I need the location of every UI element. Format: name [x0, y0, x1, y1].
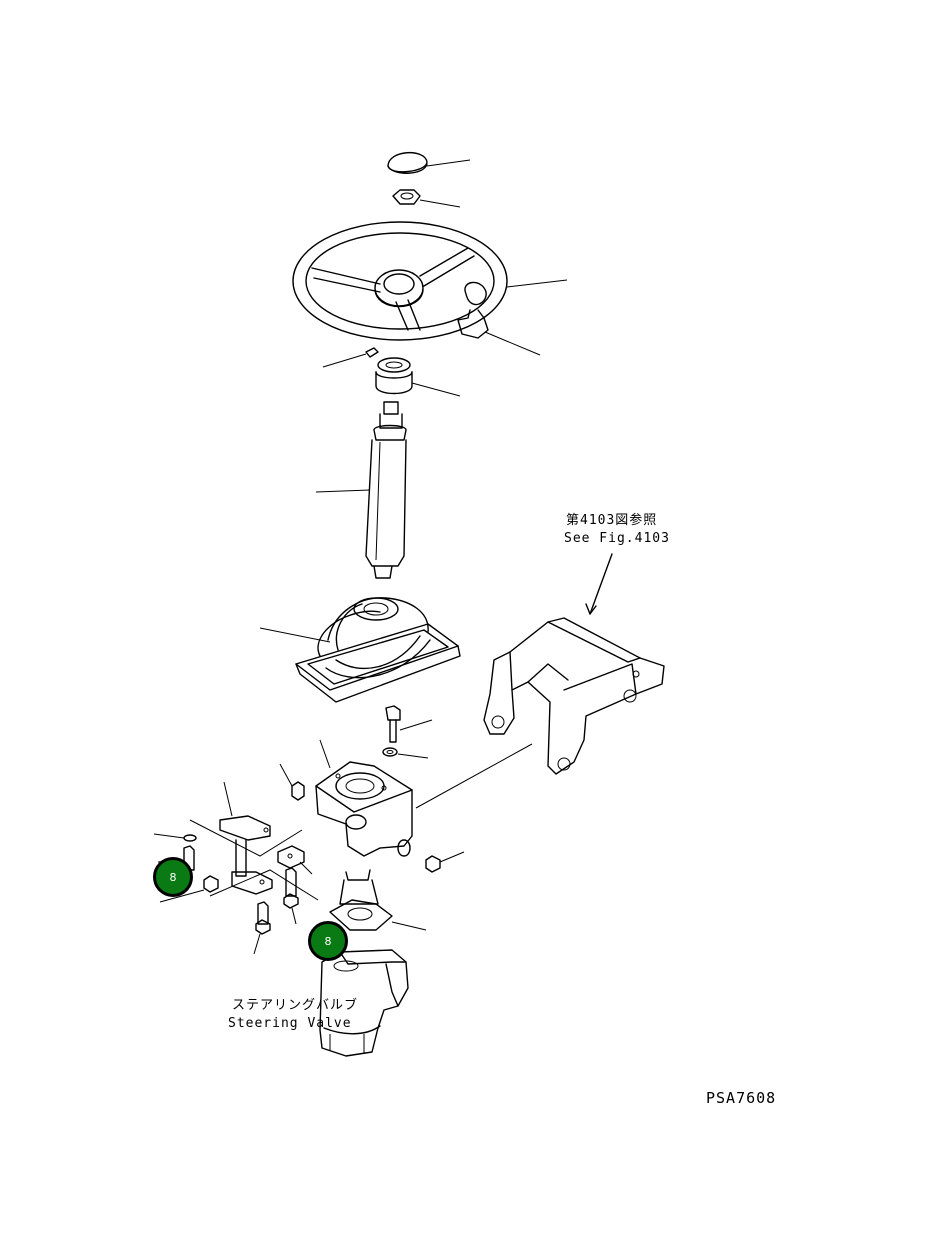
coupling — [329, 869, 427, 931]
callout-badge-valve[interactable]: 8 — [308, 921, 348, 961]
horn-cap — [387, 151, 471, 174]
bolt-mid — [283, 867, 299, 925]
component-label-en: Steering Valve — [228, 1016, 352, 1031]
boot-cover — [259, 597, 461, 703]
collar — [375, 357, 461, 397]
mount-plate — [189, 781, 319, 901]
nut-left — [159, 875, 219, 903]
clip — [277, 845, 313, 875]
ref-note-en: See Fig.4103 — [564, 531, 670, 546]
nut — [392, 189, 461, 208]
callout-badge-left[interactable]: 8 — [153, 857, 193, 897]
washer — [382, 747, 429, 759]
plug-left — [279, 763, 305, 801]
bracket — [415, 553, 665, 809]
component-label-jp: ステアリングバルブ — [232, 998, 359, 1013]
mount-bolt — [385, 705, 433, 743]
bolt-lower — [253, 901, 271, 955]
plug-right — [425, 851, 465, 873]
steering-column — [315, 401, 407, 579]
pin — [322, 347, 379, 368]
ref-note-jp: 第4103図参照 — [566, 513, 658, 528]
washer-left — [153, 833, 197, 842]
steering-valve — [319, 949, 409, 1057]
steering-wheel — [292, 221, 568, 341]
spinner-knob — [457, 281, 541, 356]
figure-code: PSA7608 — [706, 1089, 777, 1107]
valve-housing — [315, 739, 413, 857]
